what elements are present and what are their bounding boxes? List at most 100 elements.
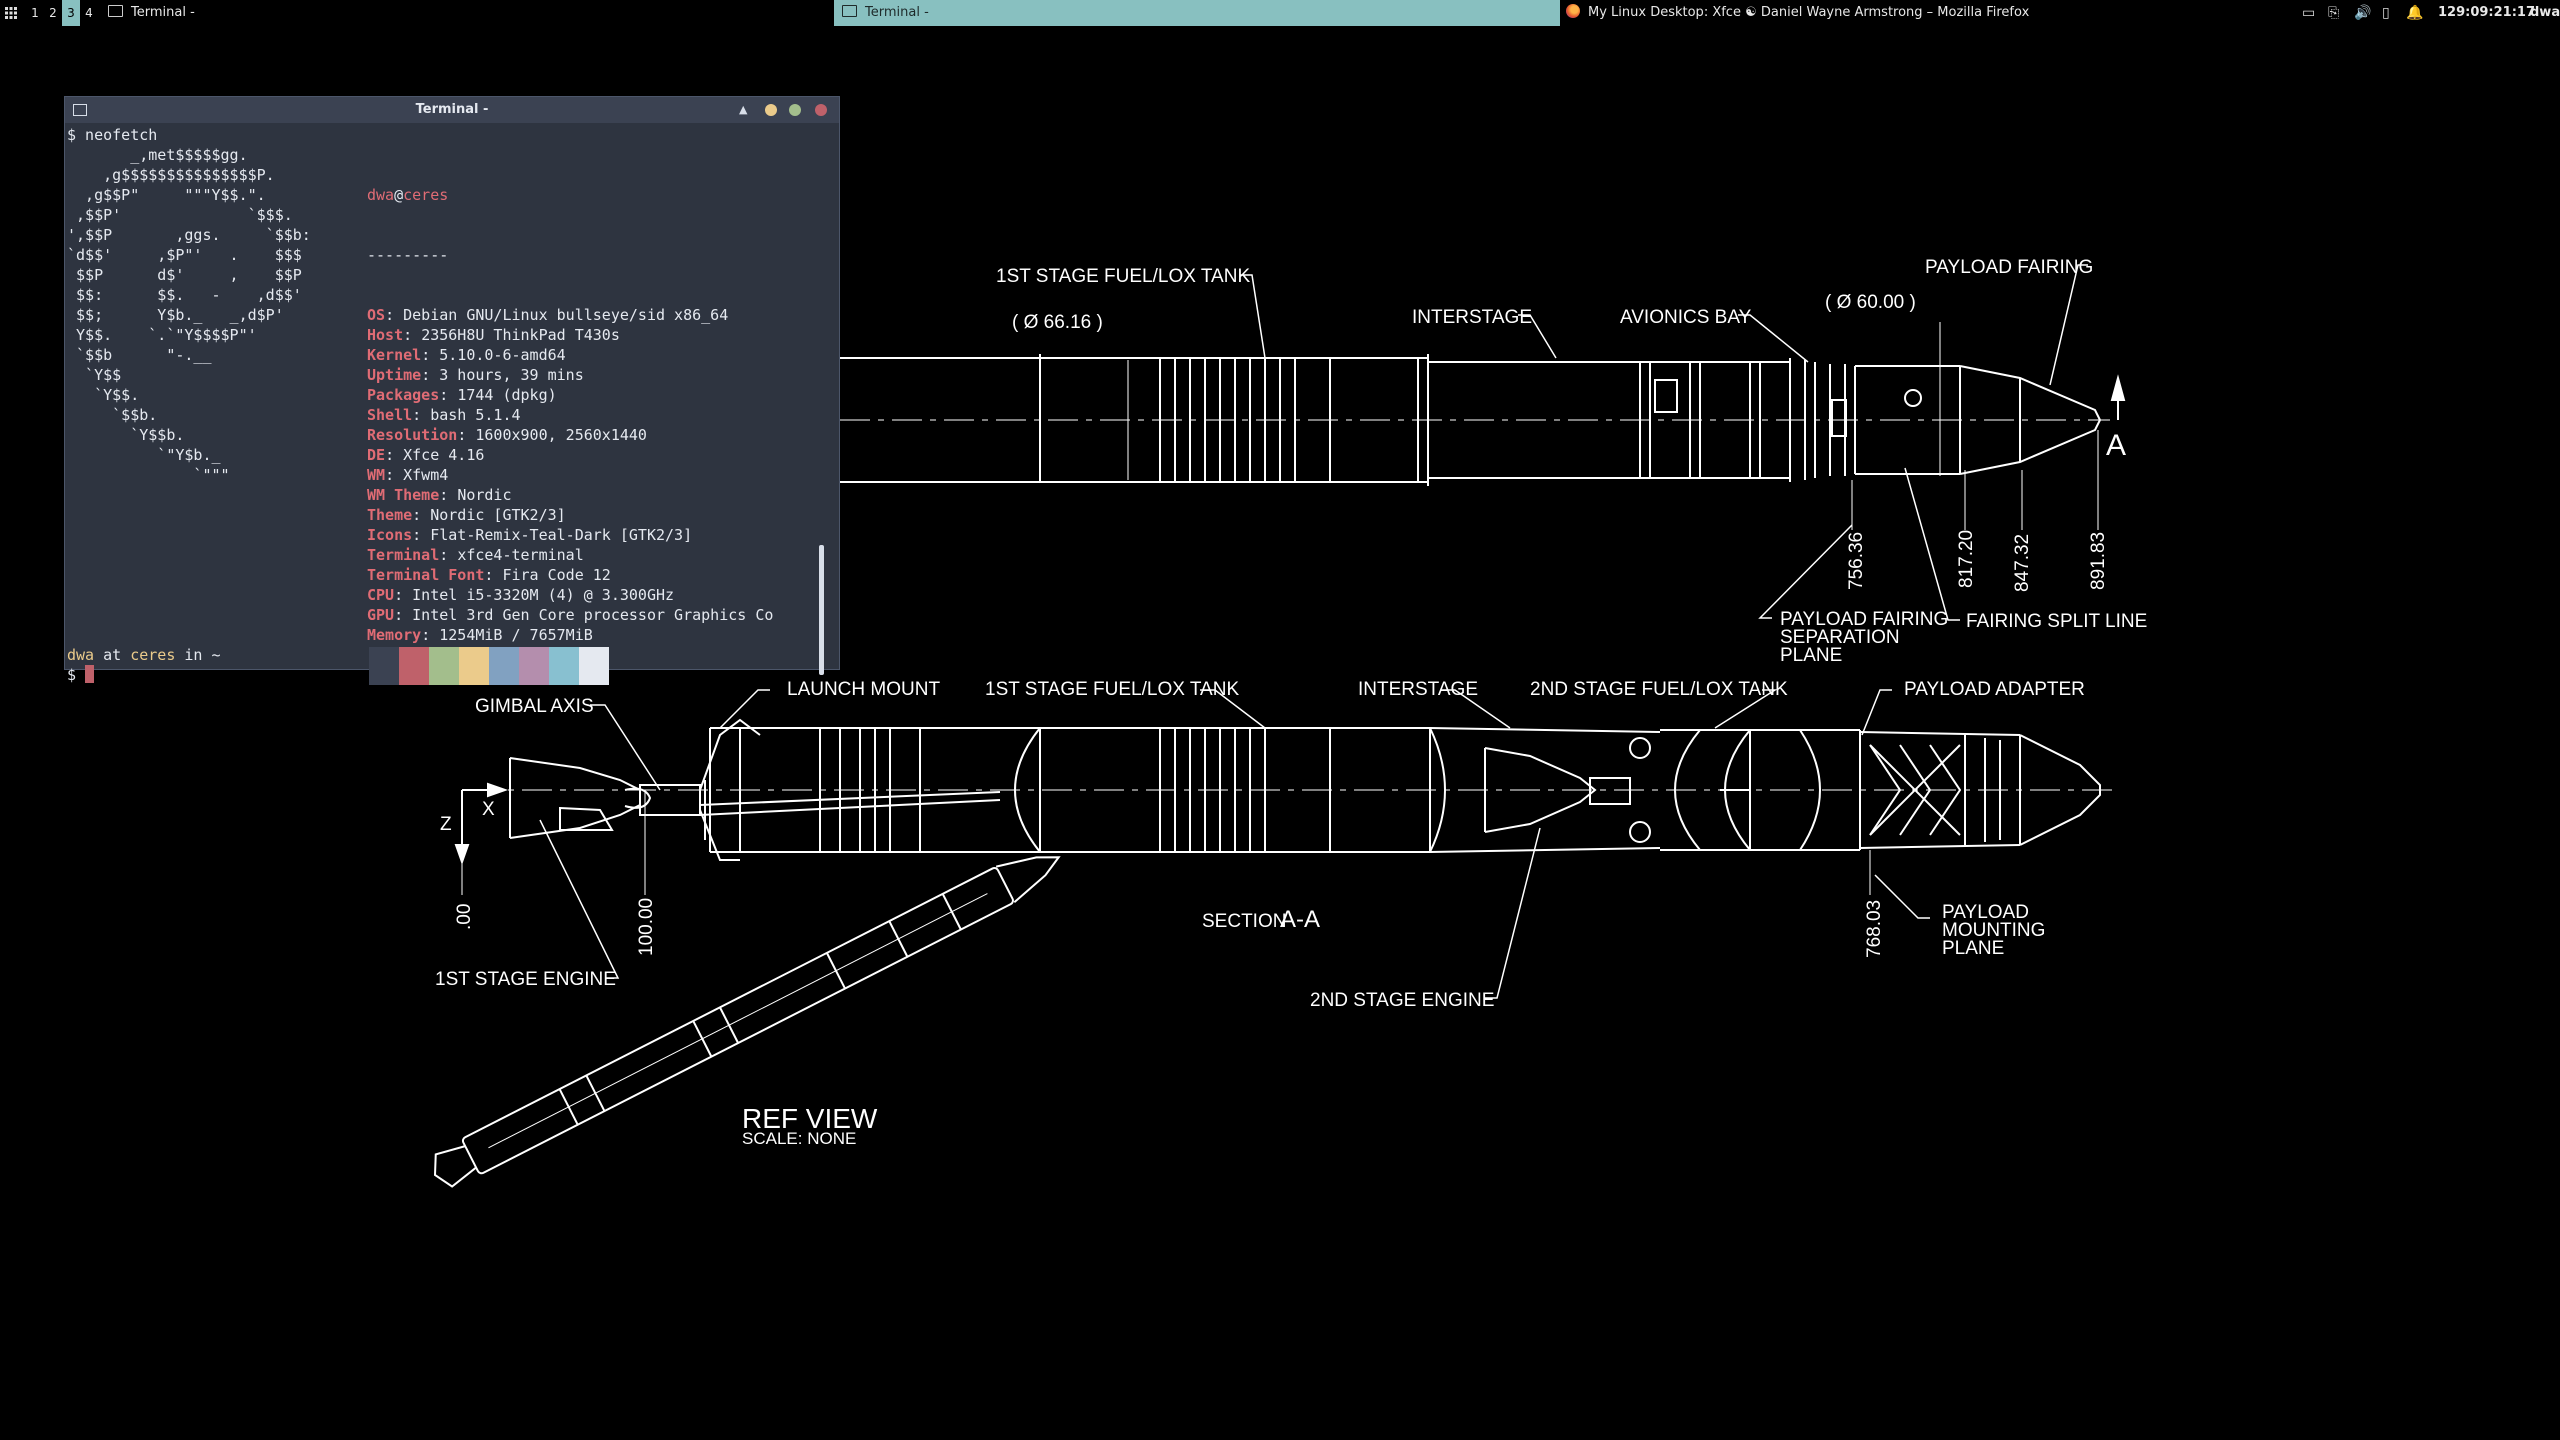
dim-847: 847.32 xyxy=(2012,534,2033,592)
palette-swatch xyxy=(519,647,549,685)
battery-icon[interactable]: ▯ xyxy=(2382,5,2390,21)
taskbar-item-firefox[interactable]: My Linux Desktop: Xfce ☯ Daniel Wayne Ar… xyxy=(1562,0,2266,26)
label-payload-fairing: PAYLOAD FAIRING xyxy=(1925,257,2093,278)
volume-icon[interactable]: 🔊 xyxy=(2354,5,2372,21)
workspace-3[interactable]: 3 xyxy=(62,0,80,26)
color-palette xyxy=(369,647,609,685)
info-row: Shell: bash 5.1.4 xyxy=(367,406,521,424)
label-interstage-top: INTERSTAGE xyxy=(1412,307,1532,328)
label-stage1-tank-mid: 1ST STAGE FUEL/LOX TANK xyxy=(985,679,1239,700)
info-row: CPU: Intel i5-3320M (4) @ 3.300GHz xyxy=(367,586,675,604)
taskbar-item-label: Terminal - xyxy=(865,5,929,20)
workspace-1[interactable]: 1 xyxy=(31,6,39,20)
label-scale: SCALE: NONE xyxy=(742,1129,856,1148)
label-payload-adapter: PAYLOAD ADAPTER xyxy=(1904,679,2085,700)
label-mounting-1: PAYLOAD xyxy=(1942,902,2029,923)
top-panel: 1 2 3 4 Terminal - Terminal - My Linux D… xyxy=(0,0,2560,26)
palette-swatch xyxy=(549,647,579,685)
label-diameter-60: ( Ø 60.00 ) xyxy=(1825,292,1916,313)
label-stage2-engine: 2ND STAGE ENGINE xyxy=(1310,990,1494,1011)
info-row: DE: Xfce 4.16 xyxy=(367,446,485,464)
shade-icon[interactable]: ▲ xyxy=(739,103,748,116)
terminal-icon xyxy=(842,5,857,17)
rocket-ref-view xyxy=(433,856,1061,1188)
info-row: GPU: Intel 3rd Gen Core processor Graphi… xyxy=(367,606,774,624)
label-sep-plane-2: SEPARATION xyxy=(1780,627,1900,648)
palette-swatch xyxy=(459,647,489,685)
firefox-icon xyxy=(1566,4,1580,18)
label-mounting-2: MOUNTING xyxy=(1942,920,2045,941)
label-gimbal-axis: GIMBAL AXIS xyxy=(475,696,594,717)
dim-817: 817.20 xyxy=(1956,530,1977,588)
cursor xyxy=(85,665,95,683)
label-diameter-66: ( Ø 66.16 ) xyxy=(1012,312,1103,333)
label-stage1-tank-top: 1ST STAGE FUEL/LOX TANK xyxy=(996,266,1250,287)
clipboard-icon[interactable]: ⎘ xyxy=(2328,5,2340,21)
rocket-side-view xyxy=(840,264,2126,621)
maximize-button[interactable] xyxy=(789,104,801,116)
info-row: Packages: 1744 (dpkg) xyxy=(367,386,557,404)
window-menu-icon[interactable] xyxy=(73,104,87,116)
scrollbar[interactable] xyxy=(819,545,824,675)
label-section-aa: A-A xyxy=(1280,906,1320,933)
dim-768: 768.03 xyxy=(1864,900,1885,958)
palette-swatch xyxy=(489,647,519,685)
dim-100: 100.00 xyxy=(636,898,657,956)
info-row: Kernel: 5.10.0-6-amd64 xyxy=(367,346,566,364)
info-row: OS: Debian GNU/Linux bullseye/sid x86_64 xyxy=(367,306,729,324)
label-interstage-mid: INTERSTAGE xyxy=(1358,679,1478,700)
palette-swatch xyxy=(429,647,459,685)
label-axis-z: Z xyxy=(440,814,452,835)
dim-756: 756.36 xyxy=(1846,532,1867,590)
info-row: WM Theme: Nordic xyxy=(367,486,512,504)
info-row: Host: 2356H8U ThinkPad T430s xyxy=(367,326,620,344)
taskbar-item-label: Terminal - xyxy=(131,5,195,20)
info-row: Resolution: 1600x900, 2560x1440 xyxy=(367,426,647,444)
rocket-section-view xyxy=(454,689,2118,999)
notification-icon[interactable]: 🔔 xyxy=(2406,5,2424,21)
separator: --------- xyxy=(367,246,449,264)
palette-swatch xyxy=(579,647,609,685)
taskbar-item-label: My Linux Desktop: Xfce ☯ Daniel Wayne Ar… xyxy=(1588,5,2030,20)
label-section: SECTION xyxy=(1202,911,1286,932)
info-row: Terminal: xfce4-terminal xyxy=(367,546,584,564)
info-row: Uptime: 3 hours, 39 mins xyxy=(367,366,584,384)
info-row: Terminal Font: Fira Code 12 xyxy=(367,566,611,584)
label-sep-plane-3: PLANE xyxy=(1780,645,1842,666)
minimize-button[interactable] xyxy=(765,104,777,116)
label-avionics-bay: AVIONICS BAY xyxy=(1620,307,1752,328)
label-ref-view: REF VIEW xyxy=(742,1103,878,1134)
label-launch-mount: LAUNCH MOUNT xyxy=(787,679,940,700)
applications-menu-icon[interactable] xyxy=(4,6,18,20)
label-sep-plane-1: PAYLOAD FAIRING xyxy=(1780,609,1948,630)
terminal-window[interactable]: Terminal - ▲ $ neofetch _,met$$$$$gg. ,g… xyxy=(64,96,840,685)
panel-clock[interactable]: 129:09:21:17 xyxy=(2438,5,2536,20)
taskbar-item-terminal-2[interactable]: Terminal - xyxy=(834,0,1560,26)
info-row: Memory: 1254MiB / 7657MiB xyxy=(367,626,593,644)
input-line[interactable]: $ xyxy=(67,665,95,685)
dim-891: 891.83 xyxy=(2088,532,2109,590)
user-host: dwa@ceres xyxy=(367,186,449,204)
dim-00: .00 xyxy=(454,904,475,930)
palette-swatch xyxy=(399,647,429,685)
info-row: WM: Xfwm4 xyxy=(367,466,449,484)
debian-ascii-logo: _,met$$$$$gg. ,g$$$$$$$$$$$$$$$P. ,g$$P"… xyxy=(67,146,311,484)
terminal-content[interactable]: $ neofetch _,met$$$$$gg. ,g$$$$$$$$$$$$$… xyxy=(67,125,827,685)
command-line: $ neofetch xyxy=(67,126,158,144)
panel-user[interactable]: dwa xyxy=(2530,5,2560,20)
workspace-2[interactable]: 2 xyxy=(49,6,57,20)
label-section-mark: A xyxy=(2106,429,2126,462)
palette-swatch xyxy=(369,647,399,685)
label-stage1-engine: 1ST STAGE ENGINE xyxy=(435,969,616,990)
close-button[interactable] xyxy=(815,104,827,116)
terminal-titlebar[interactable]: Terminal - ▲ xyxy=(65,97,839,123)
display-icon[interactable]: ▭ xyxy=(2302,5,2316,21)
label-stage2-tank: 2ND STAGE FUEL/LOX TANK xyxy=(1530,679,1788,700)
label-axis-x: X xyxy=(482,799,495,820)
taskbar-item-terminal-1[interactable]: Terminal - xyxy=(108,0,808,26)
info-row: Theme: Nordic [GTK2/3] xyxy=(367,506,566,524)
label-fairing-split: FAIRING SPLIT LINE xyxy=(1966,611,2147,632)
info-row: Icons: Flat-Remix-Teal-Dark [GTK2/3] xyxy=(367,526,693,544)
workspace-4[interactable]: 4 xyxy=(85,6,93,20)
